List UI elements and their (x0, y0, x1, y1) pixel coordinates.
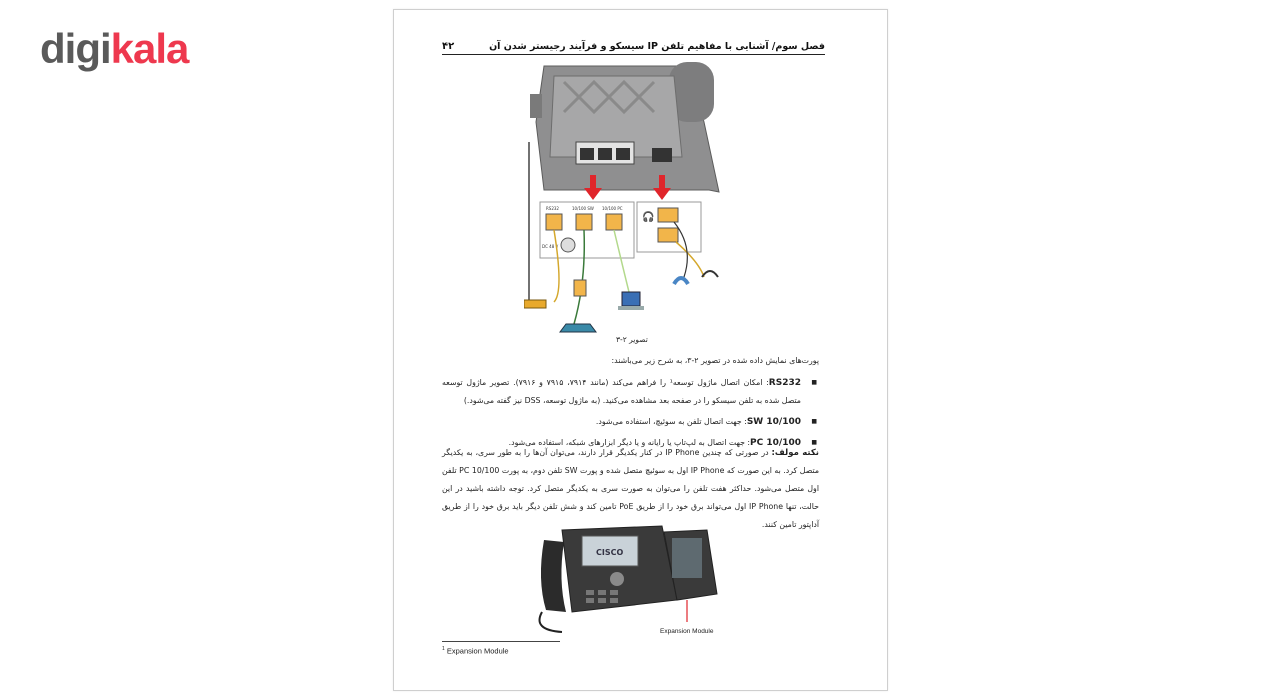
figure-caption: تصویر ۲-۳ (616, 335, 648, 344)
wall-outlet-icon (573, 279, 587, 297)
logo-text-red: kala (110, 25, 190, 72)
port-description: : جهت اتصال به لپ‌تاپ یا رایانه و یا دیگ… (508, 438, 751, 447)
footnote: 1 Expansion Module (442, 646, 509, 656)
port-label: RS232 (546, 206, 559, 211)
list-item: 10/100 SW: جهت اتصال تلفن به سوئیچ، استف… (442, 413, 819, 431)
page-header: ۴۲ فصل سوم/ آشنایی با مفاهیم تلفن IP سیس… (442, 38, 825, 55)
port-label: 10/100 SW (572, 206, 594, 211)
headset-device-icon (701, 270, 719, 278)
cisco-phone-figure: CISCO Expansion Module (538, 525, 718, 635)
phone-screen (581, 535, 639, 567)
port-term: 10/100 SW (746, 417, 801, 427)
author-note: نکته مولف: در صورتی که چندین IP Phone در… (442, 444, 819, 534)
page-number: ۴۲ (442, 41, 455, 52)
book-page-image: ۴۲ فصل سوم/ آشنایی با مفاهیم تلفن IP سیس… (393, 9, 888, 691)
handset-rest (669, 62, 714, 122)
callout-label: Expansion Module (660, 628, 714, 635)
digikala-logo[interactable]: digikala (40, 25, 190, 72)
footnote-text: Expansion Module (446, 646, 509, 656)
handset-icon (540, 540, 566, 612)
list-item: RS232: امکان اتصال ماژول توسعه¹ را فراهم… (442, 374, 819, 410)
footnote-mark: 1 (442, 646, 445, 652)
note-label: نکته مولف: (771, 448, 819, 458)
port-term: RS232 (768, 378, 801, 388)
port-description: : امکان اتصال ماژول توسعه¹ را فراهم می‌ک… (442, 378, 801, 405)
red-arrow (653, 175, 671, 200)
red-arrow (584, 175, 602, 200)
handset-icon (672, 276, 690, 286)
phone-ports-figure: RS232 10/100 SW 10/100 PC DC 48 V 🎧 (524, 62, 720, 333)
port-description: : جهت اتصال تلفن به سوئیچ، استفاده می‌شو… (595, 417, 747, 426)
port-term: 10/100 PC (750, 438, 801, 448)
list-item: 10/100 PC: جهت اتصال به لپ‌تاپ یا رایانه… (442, 434, 819, 452)
switch-icon (559, 323, 597, 333)
cisco-brand: CISCO (596, 548, 623, 557)
intro-paragraph: پورت‌های نمایش داده شده در تصویر ۲-۳، به… (611, 356, 819, 365)
power-adapter-icon (524, 299, 547, 309)
footnote-divider (442, 641, 560, 642)
headset-icon: 🎧 (642, 210, 654, 223)
chapter-title: فصل سوم/ آشنایی با مفاهیم تلفن IP سیسکو … (489, 41, 825, 52)
port-label: 10/100 PC (602, 206, 623, 211)
power-label: DC 48 V (542, 244, 559, 249)
computer-icon (621, 291, 641, 307)
note-text: در صورتی که چندین IP Phone در کنار یکدیگ… (442, 448, 819, 529)
ports-list: RS232: امکان اتصال ماژول توسعه¹ را فراهم… (442, 374, 819, 455)
logo-text-gray: digi (40, 25, 112, 72)
